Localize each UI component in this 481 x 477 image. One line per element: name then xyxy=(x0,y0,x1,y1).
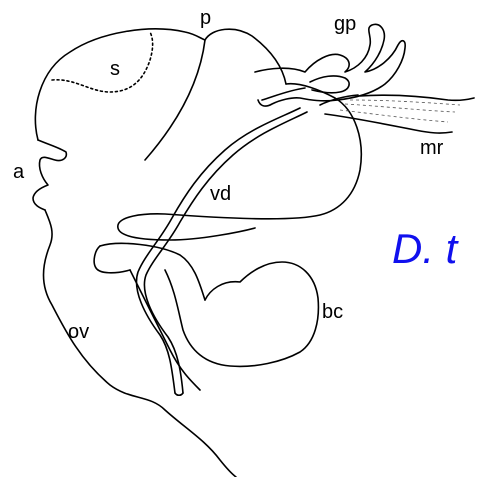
label-s: s xyxy=(110,58,120,80)
label-vd: vd xyxy=(210,183,231,205)
label-a: a xyxy=(13,161,25,183)
genital-papilla-outline xyxy=(255,24,405,106)
label-gp: gp xyxy=(334,13,356,35)
bursa-copulatrix-outline xyxy=(165,262,318,366)
prostate-outline xyxy=(35,29,286,140)
label-p: p xyxy=(200,7,211,29)
oviduct-outline xyxy=(44,210,237,477)
bulb-body-outline xyxy=(118,84,361,240)
inner-duct-upper xyxy=(100,243,205,300)
label-bc: bc xyxy=(322,301,343,323)
seminal-vesicle-outline xyxy=(52,32,153,92)
species-title: D. t xyxy=(392,225,460,272)
atrium-outline xyxy=(33,140,66,210)
vas-deferens-end xyxy=(175,393,183,395)
muscle-retractor-stipple-2 xyxy=(340,110,448,122)
prostate-inner-fold xyxy=(145,40,205,160)
vas-deferens-line-2 xyxy=(144,112,307,393)
inner-long-duct xyxy=(130,270,200,390)
muscle-retractor-top xyxy=(360,95,474,100)
muscle-retractor-stipple-3 xyxy=(350,100,460,105)
label-mr: mr xyxy=(420,137,444,159)
muscle-retractor-stipple-1 xyxy=(345,104,455,112)
genital-papilla-inner xyxy=(310,76,349,93)
label-ov: ov xyxy=(68,321,89,343)
muscle-retractor-bottom xyxy=(325,114,452,133)
inner-duct-loop xyxy=(94,246,130,273)
